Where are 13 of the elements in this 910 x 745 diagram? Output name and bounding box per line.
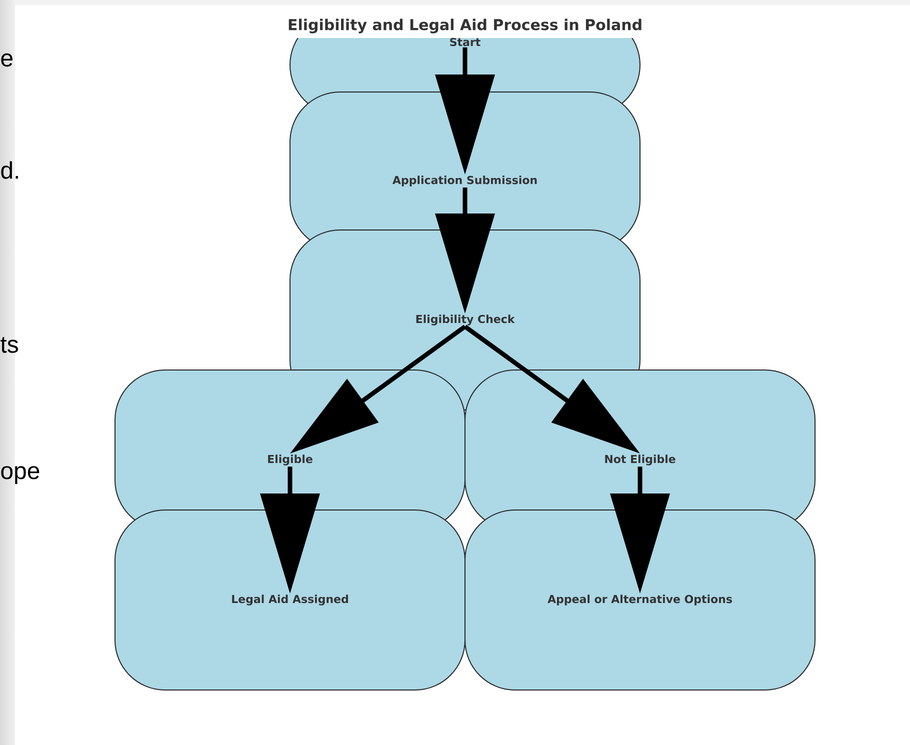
process-box: Legal Aid Assigned: [114, 510, 466, 690]
arrow: [260, 466, 320, 594]
slide-text-fragment: ope: [1, 466, 40, 484]
title: Eligibility and Legal Aid Process in Poland: [288, 18, 642, 34]
arrow: [464, 324, 640, 454]
arrow: [435, 47, 495, 174]
arrow: [610, 466, 670, 594]
slide-text-fragment: ts: [0, 337, 18, 353]
process-box: Appeal or Alternative Options: [464, 510, 816, 690]
arrow: [290, 324, 466, 454]
slide-text-fragment: e: [1, 53, 12, 67]
slide-text-fragment: d.: [1, 161, 18, 179]
arrow: [435, 188, 495, 314]
